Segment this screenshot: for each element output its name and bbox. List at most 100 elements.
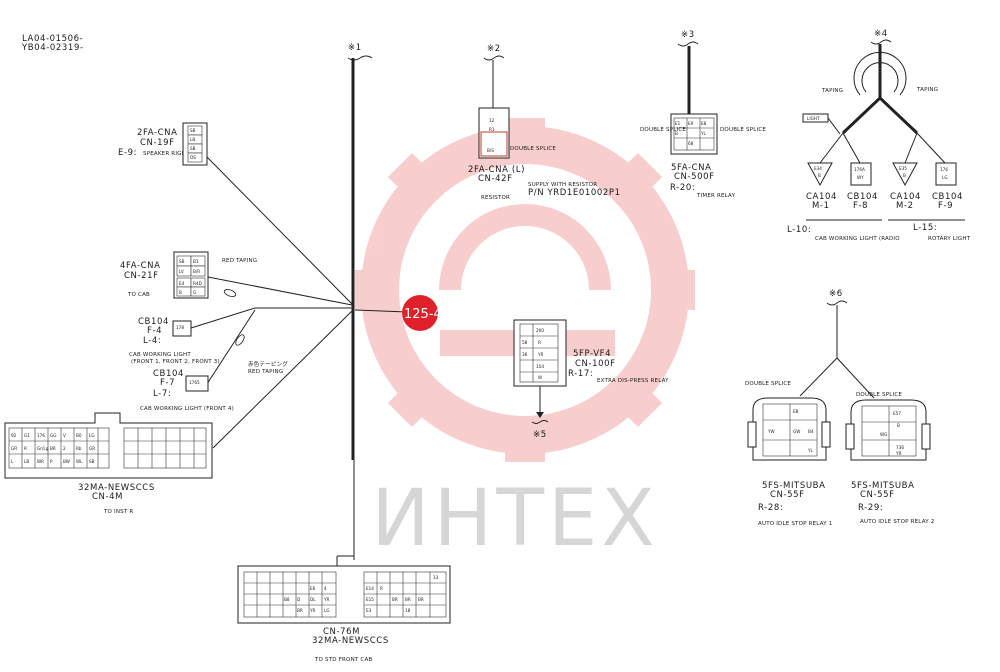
branch-f7	[206, 309, 256, 385]
connector-cn-76m: E6 4 B8 D DL YR BR YR LG 13 E14 E15 E3 R…	[237, 565, 451, 663]
cn21f-pin: B	[179, 290, 182, 295]
cn21f-pin: SB	[179, 259, 185, 264]
r29-side-r	[921, 423, 931, 450]
callout-badge-label: 125-4	[404, 307, 442, 322]
cn21f-grid	[176, 255, 206, 297]
cab-wire-left	[841, 96, 882, 135]
cbf7-body	[185, 375, 209, 392]
r28-grid	[762, 403, 818, 457]
cbf4-ref: L-4:	[143, 336, 161, 346]
cn4m-pin: P	[50, 459, 53, 464]
r28-cn: CN-55F	[770, 490, 805, 500]
cn21f-dest: TO CAB	[127, 292, 150, 298]
r29-splice: DOUBLE SPLICE	[856, 392, 902, 398]
r28-pin: YW	[767, 429, 775, 434]
cbf7-taping: RED TAPING	[248, 369, 283, 375]
taping-f7	[235, 334, 245, 346]
cbf4-desc: CAB WORKING LIGHT	[129, 352, 191, 358]
cn4m-pin: GR	[11, 446, 17, 451]
cn100f-name: 5FP-VF4	[573, 349, 611, 359]
cn21f-pin: B/R	[193, 269, 200, 274]
cn76m-pin: E3	[366, 608, 372, 613]
connector-cn-21f: 4FA-CNA CN-21F TO CAB RED TAPING SB B1 L…	[120, 251, 257, 299]
branch-right	[354, 309, 409, 313]
cn76m-pin: BR	[418, 597, 424, 602]
connector-cn-19f: 2FA-CNA CN-19F E-9: SPEAKER RIGHT SB LB …	[118, 122, 208, 166]
branch-21f	[207, 276, 353, 306]
cn42f-pin: 12	[489, 118, 495, 123]
watermark-gear	[355, 118, 695, 462]
cn21f-pin: B1	[193, 259, 199, 264]
r28-pin: GW	[793, 429, 800, 434]
cn76m-pin: YR	[309, 608, 316, 613]
cn21f-pin: R4D	[193, 281, 202, 286]
cn21f-note: RED TAPING	[222, 258, 257, 264]
watermark-text: ИНТЕХ	[371, 474, 658, 564]
cn500f-desc: TIMER RELAY	[696, 193, 736, 199]
section-5: 200 58 R 36 YR 154 W ※5 5FP-VF4 CN-100F …	[513, 319, 669, 440]
r28-pin: E8	[793, 409, 799, 414]
cbf7-sub: F-7	[160, 378, 175, 388]
cn42f-pn: P/N YRD1E01002P1	[528, 188, 621, 198]
connector-cb104-f4: CB104 F-4 L-4: 178 CAB WORKING LIGHT (FR…	[129, 317, 220, 365]
cn21f-pin: E4	[179, 281, 185, 286]
cn42f-body	[478, 107, 510, 159]
callout-badge-circle[interactable]	[402, 295, 438, 331]
cn42f-supply: SUPPLY WITH RESISTOR	[528, 182, 597, 188]
cbf4-desc2: (FRONT 1, FRONT 2, FRONT 3)	[131, 359, 220, 365]
cn21f-name: 4FA-CNA	[120, 261, 161, 271]
taping-left: TAPING	[821, 88, 843, 94]
cn4m-pin: BW	[63, 459, 70, 464]
cn19f-cn: CN-19F	[140, 138, 175, 148]
cn42f-pin: R1	[489, 127, 495, 132]
cab-light-1-sub: M-1	[812, 201, 830, 211]
light-label: LIGHT	[807, 116, 820, 121]
r28-pin: YL	[807, 448, 814, 453]
cn100f-grid	[519, 323, 559, 383]
cn76m-pin: LG	[324, 608, 330, 613]
cn76m-pin: R	[380, 586, 383, 591]
cn4m-pin: WL	[76, 459, 83, 464]
cn500f-ref: R-20:	[670, 183, 695, 193]
cn21f-cn: CN-21F	[124, 271, 159, 281]
cn100f-pin: 36	[522, 352, 528, 357]
doc-code-2: YB04-02319-	[21, 43, 84, 53]
cn19f-desc: SPEAKER RIGHT	[143, 151, 190, 157]
doc-code-1: LA04-01506-	[22, 34, 83, 44]
cn500f-pin: E9	[688, 121, 694, 126]
cab-light-4-color: LG	[942, 175, 948, 180]
break-5	[531, 420, 549, 424]
cab-light-3-pin: E35	[899, 166, 907, 171]
break-4	[870, 39, 892, 45]
callout-badge[interactable]: 125-4	[402, 295, 442, 331]
cab-l15: L-15:	[913, 223, 937, 233]
cab-wire-right	[878, 96, 919, 135]
cab-light-4-sub: F-9	[938, 201, 953, 211]
r29-name: 5FS-MITSUBA	[851, 481, 915, 491]
cab-l10: L-10:	[787, 225, 811, 235]
r29-pin: YR	[895, 451, 902, 456]
cn500f-name: 5FA-CNA	[671, 163, 712, 173]
cab-light-4-pin: 176	[940, 167, 948, 172]
cn500f-pin: E8	[701, 121, 707, 126]
cn4m-cn: CN-4M	[92, 492, 123, 502]
cn4m-pin: GG	[50, 433, 57, 438]
cn76m-pin: E6	[310, 586, 316, 591]
section-6: ※6 DOUBLE SPLICE E8 YW GW B4 YL 5FS-MITS…	[745, 289, 934, 527]
cn500f-pin: E1	[675, 121, 681, 126]
r29-pin: E57	[893, 411, 901, 416]
break-6	[826, 300, 848, 306]
section-3: ※3 E1 E9 E8 B YL 68 DOUBLE SPLICE DOUBLE…	[640, 30, 766, 199]
cn4m-pin: LB	[24, 459, 29, 464]
cn4m-pin: L	[11, 459, 14, 464]
wire-6-right	[836, 357, 875, 399]
cab-wire-2	[842, 132, 861, 164]
cab-light-3-color: B	[903, 173, 906, 178]
cn42f-resistor: RESISTOR	[481, 195, 510, 201]
cab-light-3-sub: M-2	[896, 201, 914, 211]
cn76m-cn: 32MA-NEWSCCS	[312, 636, 389, 646]
cn4m-pin: GR	[89, 446, 95, 451]
light-label-lead	[827, 117, 841, 135]
cbf4-name: CB104	[138, 317, 169, 327]
